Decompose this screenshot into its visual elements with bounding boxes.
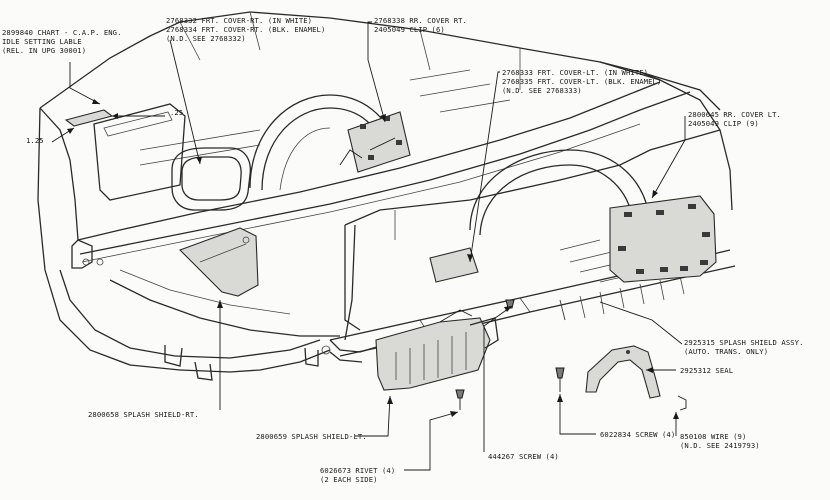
callout-chart-line3: (REL. IN UPG 30001) xyxy=(2,46,87,55)
callout-rivet-line1: 6026673 RIVET (4) xyxy=(320,466,396,475)
callout-front-cover-rt-line1: 2768332 FRT. COVER-RT. (IN WHITE) xyxy=(166,16,313,25)
callout-screw-6022834: 6022834 SCREW (4) xyxy=(600,430,676,439)
callout-front-cover-lt: 2768333 FRT. COVER-LT. (IN WHITE) 276833… xyxy=(502,68,661,95)
callout-rear-cover-rt-line1: 2768338 RR. COVER RT. xyxy=(374,16,467,25)
callout-splash-shield-assy-line2: (AUTO. TRANS. ONLY) xyxy=(684,347,769,356)
callout-rivet-line2: (2 EACH SIDE) xyxy=(320,475,378,484)
callout-rear-cover-lt: 2800645 RR. COVER LT. 2405049 CLIP (9) xyxy=(688,110,781,128)
callout-wire: 850108 WIRE (9) (N.D. SEE 2419793) xyxy=(680,432,760,450)
seal-part xyxy=(585,345,661,399)
callout-splash-shield-assy: 2925315 SPLASH SHIELD ASSY. (AUTO. TRANS… xyxy=(684,338,804,356)
callout-front-cover-rt-line3: (N.D. SEE 2768332) xyxy=(166,34,246,43)
leader-lines xyxy=(51,21,686,471)
callout-rear-cover-lt-line2: 2405049 CLIP (9) xyxy=(688,119,759,128)
wire-part xyxy=(677,395,687,411)
callout-front-cover-lt-line3: (N.D. SEE 2768333) xyxy=(502,86,582,95)
callout-dim-b: 1.25 xyxy=(26,136,44,145)
rear-cover-lt-part xyxy=(609,195,717,283)
callout-front-cover-lt-line2: 2768335 FRT. COVER-LT. (BLK. ENAMEL) xyxy=(502,77,662,86)
front-cover-rt-part xyxy=(171,147,251,211)
callout-rivet: 6026673 RIVET (4) (2 EACH SIDE) xyxy=(320,466,395,484)
callout-chart: 2899840 CHART - C.A.P. ENG. IDLE SETTING… xyxy=(2,28,122,55)
callout-wire-line2: (N.D. SEE 2419793) xyxy=(680,441,760,450)
rear-cover-rt-part xyxy=(339,111,411,173)
splash-shield-rt-part xyxy=(179,227,259,297)
callout-dim-a: .25 xyxy=(170,108,184,117)
idle-chart-label-part xyxy=(64,103,186,201)
callout-front-cover-lt-line1: 2768333 FRT. COVER-LT. (IN WHITE) xyxy=(502,68,649,77)
callout-front-cover-rt: 2768332 FRT. COVER-RT. (IN WHITE) 276833… xyxy=(166,16,325,43)
callout-seal: 2925312 SEAL xyxy=(680,366,734,375)
callout-rear-cover-rt: 2768338 RR. COVER RT. 2405049 CLIP (6) xyxy=(374,16,467,34)
callout-rear-cover-lt-line1: 2800645 RR. COVER LT. xyxy=(688,110,781,119)
callout-screw-444267: 444267 SCREW (4) xyxy=(488,452,559,461)
callout-splash-shield-assy-line1: 2925315 SPLASH SHIELD ASSY. xyxy=(684,338,804,347)
callout-splash-shield-rt: 2800658 SPLASH SHIELD-RT. xyxy=(88,410,199,419)
callout-chart-line2: IDLE SETTING LABLE xyxy=(2,37,82,46)
callout-splash-shield-lt: 2800659 SPLASH SHIELD-LT. xyxy=(256,432,367,441)
callout-front-cover-rt-line2: 2768334 FRT. COVER-RT. (BLK. ENAMEL) xyxy=(166,25,326,34)
callout-chart-line1: 2899840 CHART - C.A.P. ENG. xyxy=(2,28,122,37)
callout-wire-line1: 850108 WIRE (9) xyxy=(680,432,747,441)
callout-rear-cover-rt-line2: 2405049 CLIP (6) xyxy=(374,25,445,34)
splash-shield-lt-part xyxy=(375,309,499,391)
splash-shield-assy-part xyxy=(559,299,566,321)
front-cover-lt-part xyxy=(429,247,479,283)
